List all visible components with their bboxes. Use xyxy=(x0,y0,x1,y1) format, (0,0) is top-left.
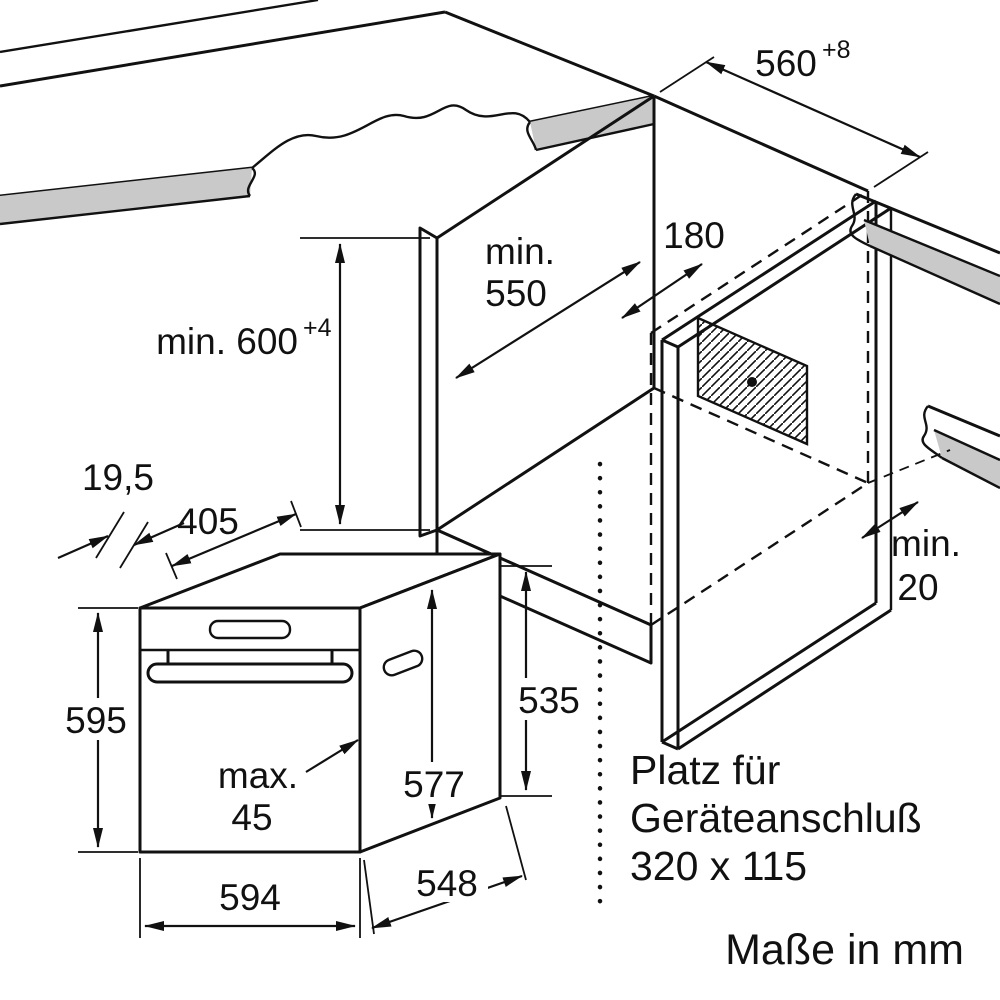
dim-body-height: 577 xyxy=(394,589,474,819)
niche-floor-depth-edge xyxy=(436,386,655,532)
dim-oven-height: 595 xyxy=(56,607,138,853)
niche-hidden-top-right-edge xyxy=(650,189,869,335)
dim-oven-depth-label: 548 xyxy=(416,863,478,904)
oven-front-face xyxy=(138,606,362,854)
oven-vent xyxy=(382,649,424,677)
notes: Platz für Geräteanschluß 320 x 115 Maße … xyxy=(630,747,964,974)
dim-rear-height-label: 535 xyxy=(518,680,580,721)
counter-edge-band-right xyxy=(530,96,654,150)
dim-handle-protrusion: max. 45 xyxy=(218,739,359,838)
dim-oven-width-label: 594 xyxy=(219,877,281,918)
dim-oven-width: 594 xyxy=(139,858,361,938)
dim-rear-clearance: min. 20 xyxy=(861,449,961,608)
niche-rear-top-edge xyxy=(653,94,869,193)
dim-rear-clearance-label-1: min. xyxy=(891,523,961,564)
dim-handle-protrusion-label-2: 45 xyxy=(231,797,272,838)
right-counter-edge-band xyxy=(864,220,1000,304)
oven-handle xyxy=(146,662,354,684)
dim-door-depth: 405 xyxy=(165,500,302,580)
dim-handle-protrusion-label-1: max. xyxy=(218,755,298,796)
niche-top-depth-edge xyxy=(436,94,655,240)
dim-door-depth-label: 405 xyxy=(177,501,239,542)
dimensions: 560 +8 min. 600 +4 min. 550 180 min. 20 xyxy=(56,36,961,938)
niche-hidden-floor-right-edge xyxy=(650,481,869,627)
right-panel-top-inner xyxy=(677,206,892,349)
connection-point-dot xyxy=(747,377,757,387)
left-countertop xyxy=(0,0,656,226)
right-counter-break-line xyxy=(849,193,871,248)
right-panel-bottom-outer xyxy=(661,601,877,744)
dim-rear-height: 535 xyxy=(500,565,590,797)
dim-connection-offset: 180 xyxy=(621,215,725,319)
connection-note-line-2: Geräteanschluß xyxy=(630,795,922,841)
dim-niche-width-tolerance: +8 xyxy=(822,36,851,64)
wall-line xyxy=(0,0,319,54)
dim-body-height-label: 577 xyxy=(403,764,465,805)
dim-front-overhang-label: 19,5 xyxy=(82,457,154,498)
connection-note-line-3: 320 x 115 xyxy=(630,843,807,889)
dim-niche-height: min. 600 +4 xyxy=(156,237,430,531)
dim-oven-height-label: 595 xyxy=(65,700,127,741)
dim-niche-height-label: min. 600 xyxy=(156,321,298,362)
connection-area xyxy=(696,316,809,446)
dim-rear-clearance-label-2: 20 xyxy=(897,567,938,608)
right-counter-front-band xyxy=(934,430,1000,488)
right-panel-bottom-inner xyxy=(677,608,892,751)
counter-edge-band-left xyxy=(0,168,252,224)
niche-left-panel xyxy=(418,226,439,538)
dim-niche-width-label: 560 xyxy=(755,43,817,84)
oven xyxy=(138,552,502,854)
dim-front-overhang: 19,5 xyxy=(57,457,185,569)
units-note: Maße in mm xyxy=(725,926,964,974)
dim-niche-depth: min. 550 xyxy=(455,231,641,379)
oven-display xyxy=(208,619,292,640)
dim-niche-height-tolerance: +4 xyxy=(303,314,332,342)
dim-niche-depth-label-2: 550 xyxy=(485,273,547,314)
dim-niche-width: 560 +8 xyxy=(659,36,929,188)
right-cabinet xyxy=(660,192,1000,751)
dim-connection-offset-label: 180 xyxy=(663,215,725,256)
connection-note-line-1: Platz für xyxy=(630,747,780,793)
dim-oven-depth: 548 xyxy=(363,805,527,935)
oven-right-face xyxy=(358,552,502,854)
dim-niche-depth-label-1: min. xyxy=(485,231,555,272)
right-counter-rear-edge xyxy=(855,192,1000,255)
counter-break-line xyxy=(251,104,531,169)
countertop-surface xyxy=(0,12,654,196)
